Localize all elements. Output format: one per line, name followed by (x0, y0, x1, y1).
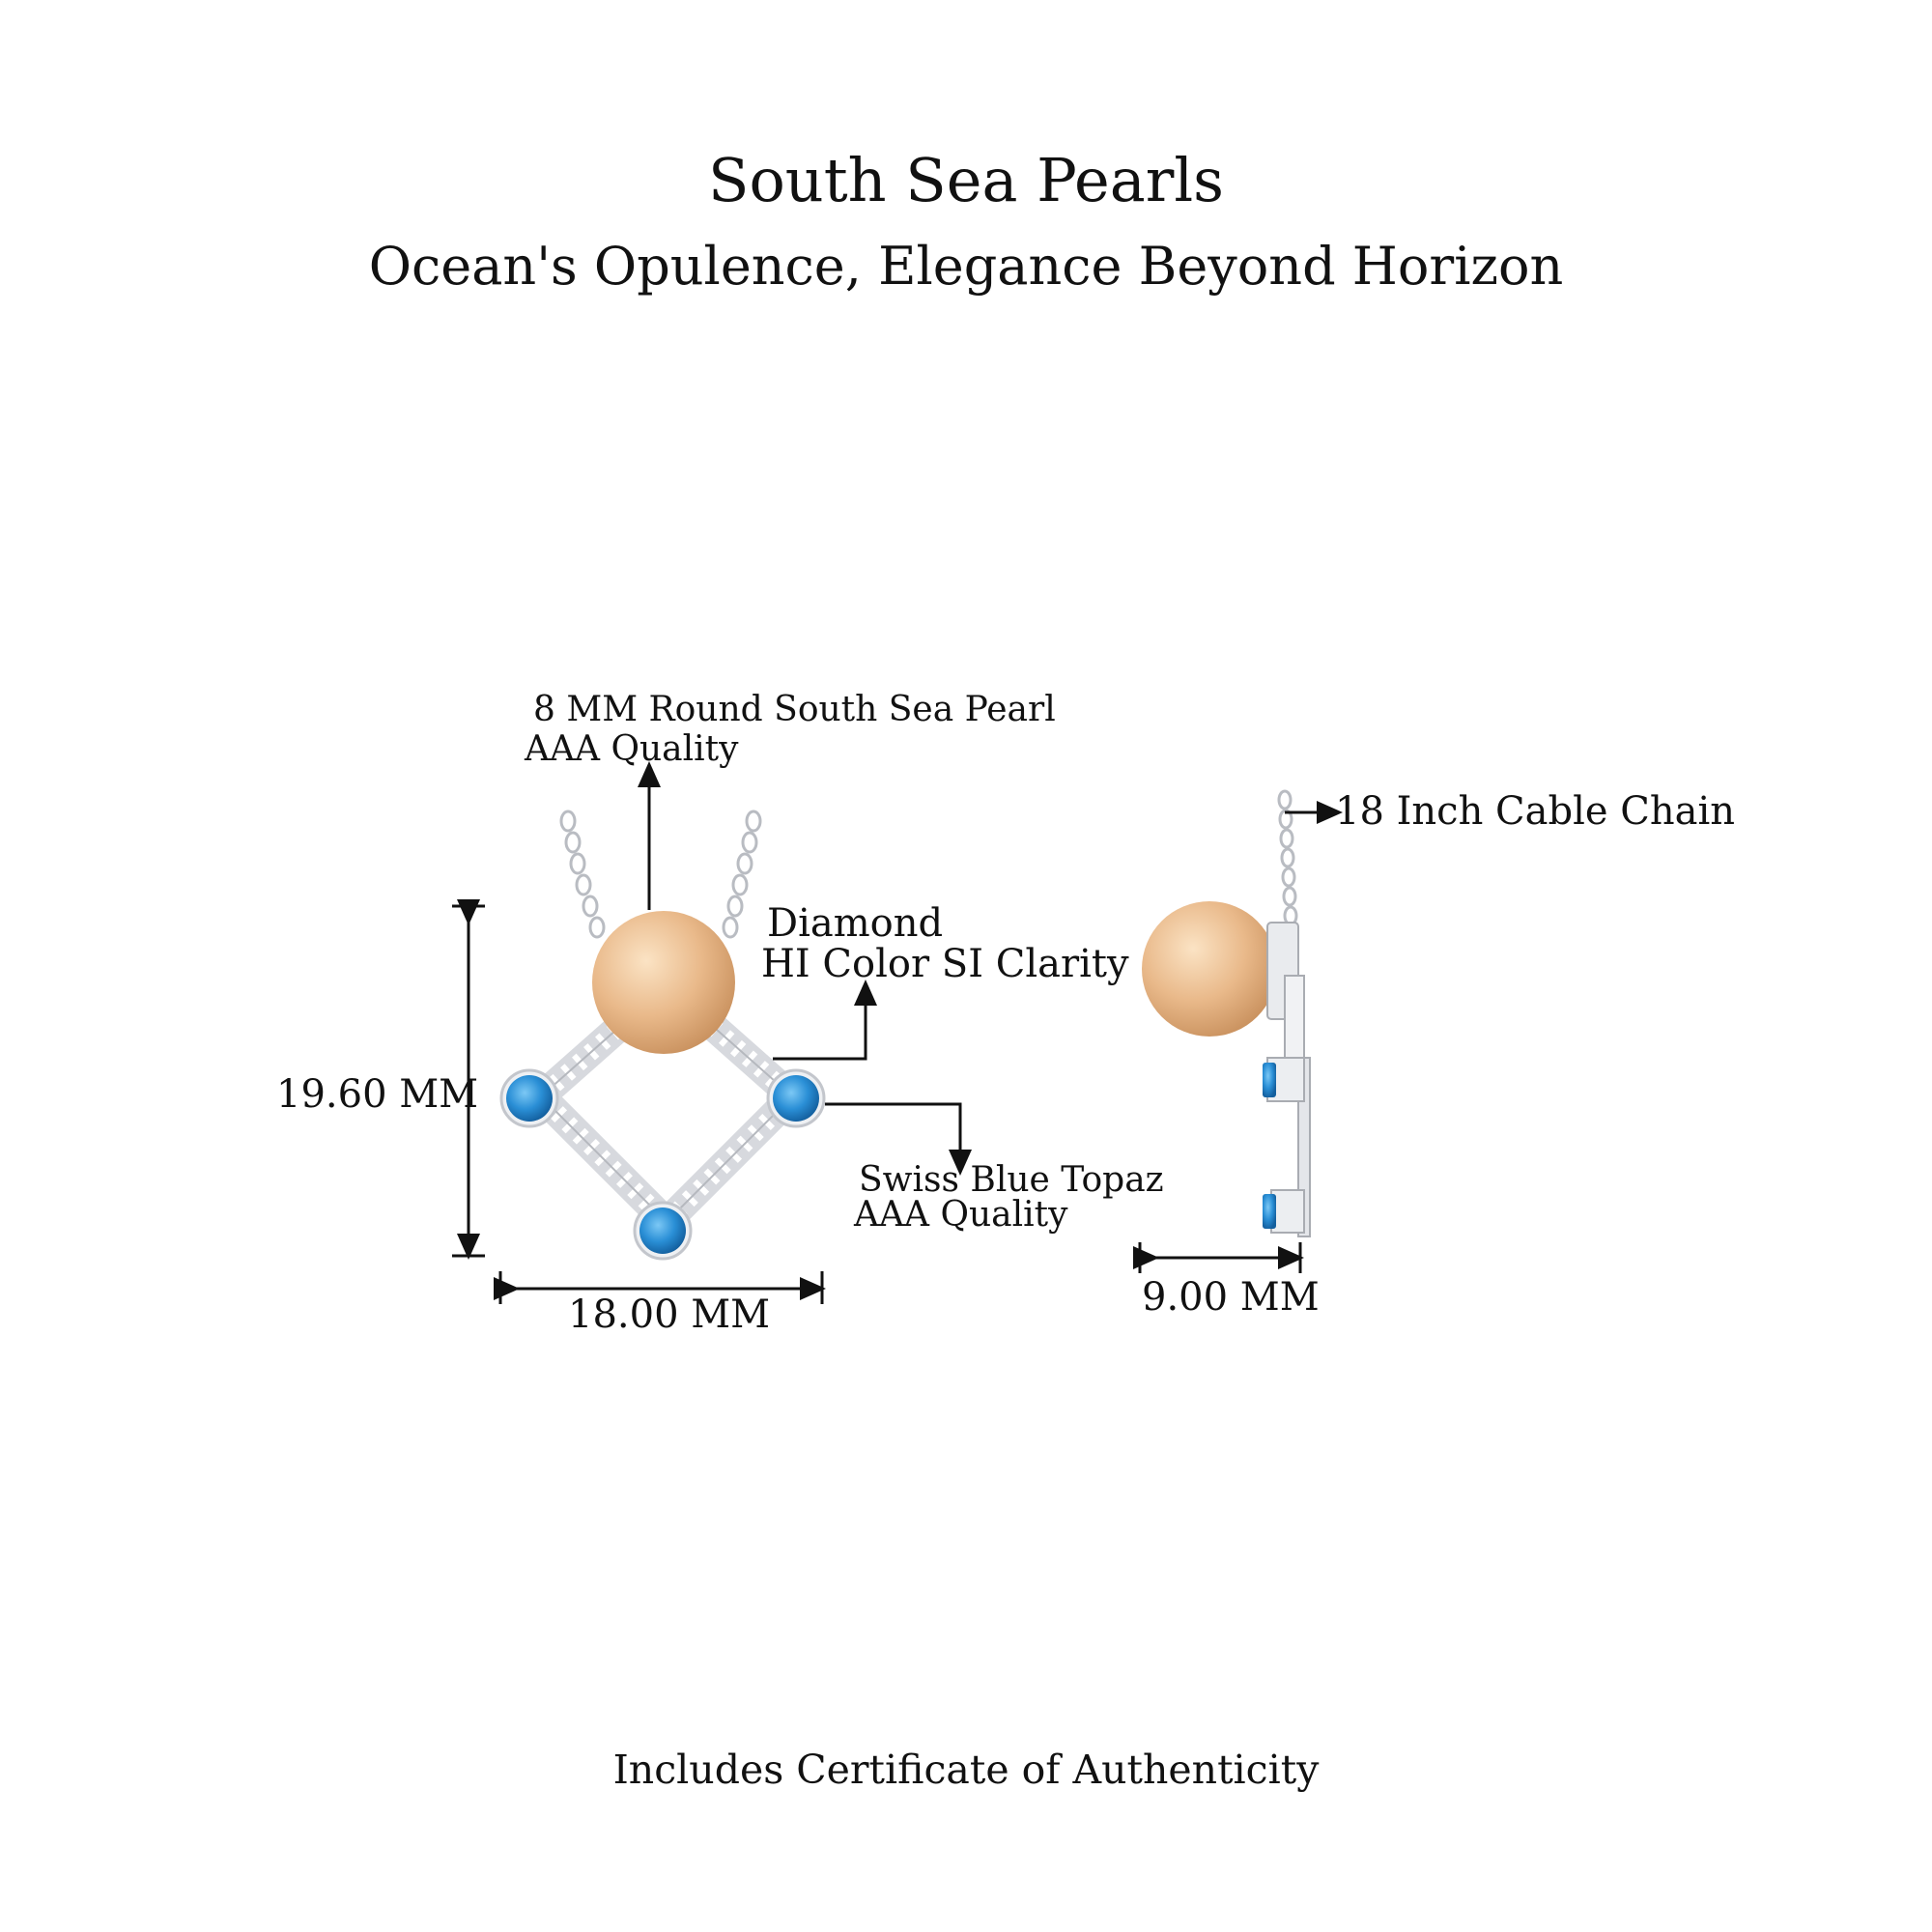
diamond-quality-label: HI Color SI Clarity (761, 942, 1129, 986)
page-subtitle: Ocean's Opulence, Elegance Beyond Horizo… (368, 236, 1564, 297)
topaz-callout-label: Swiss Blue Topaz (859, 1160, 1164, 1200)
side-pearl (1142, 901, 1277, 1037)
diamond-callout-label: Diamond (767, 901, 944, 946)
height-dimension-line (452, 899, 485, 1260)
width-dimension-label: 18.00 MM (568, 1293, 771, 1337)
width-dimension-line (494, 1271, 826, 1304)
front-topaz-right (766, 1068, 826, 1128)
front-chain-left (559, 810, 606, 939)
front-topaz-bottom (633, 1201, 693, 1261)
depth-dimension-line (1133, 1242, 1304, 1273)
front-chain-right (722, 810, 762, 939)
side-topaz-upper (1263, 1063, 1276, 1097)
front-pearl (592, 911, 735, 1054)
topaz-quality-label: AAA Quality (854, 1195, 1068, 1235)
topaz-callout-arrow (825, 1102, 972, 1176)
height-dimension-label: 19.60 MM (276, 1072, 479, 1117)
pearl-callout-label: 8 MM Round South Sea Pearl (533, 690, 1056, 729)
side-topaz-lower (1263, 1194, 1276, 1229)
certificate-note: Includes Certificate of Authenticity (612, 1747, 1320, 1793)
side-chain (1277, 789, 1298, 926)
page-title: South Sea Pearls (708, 145, 1224, 215)
front-topaz-left (499, 1068, 559, 1128)
chain-callout-label: 18 Inch Cable Chain (1335, 789, 1736, 834)
depth-dimension-label: 9.00 MM (1142, 1275, 1320, 1320)
diamond-callout-arrow (773, 980, 877, 1061)
pearl-quality-label: AAA Quality (525, 729, 739, 769)
